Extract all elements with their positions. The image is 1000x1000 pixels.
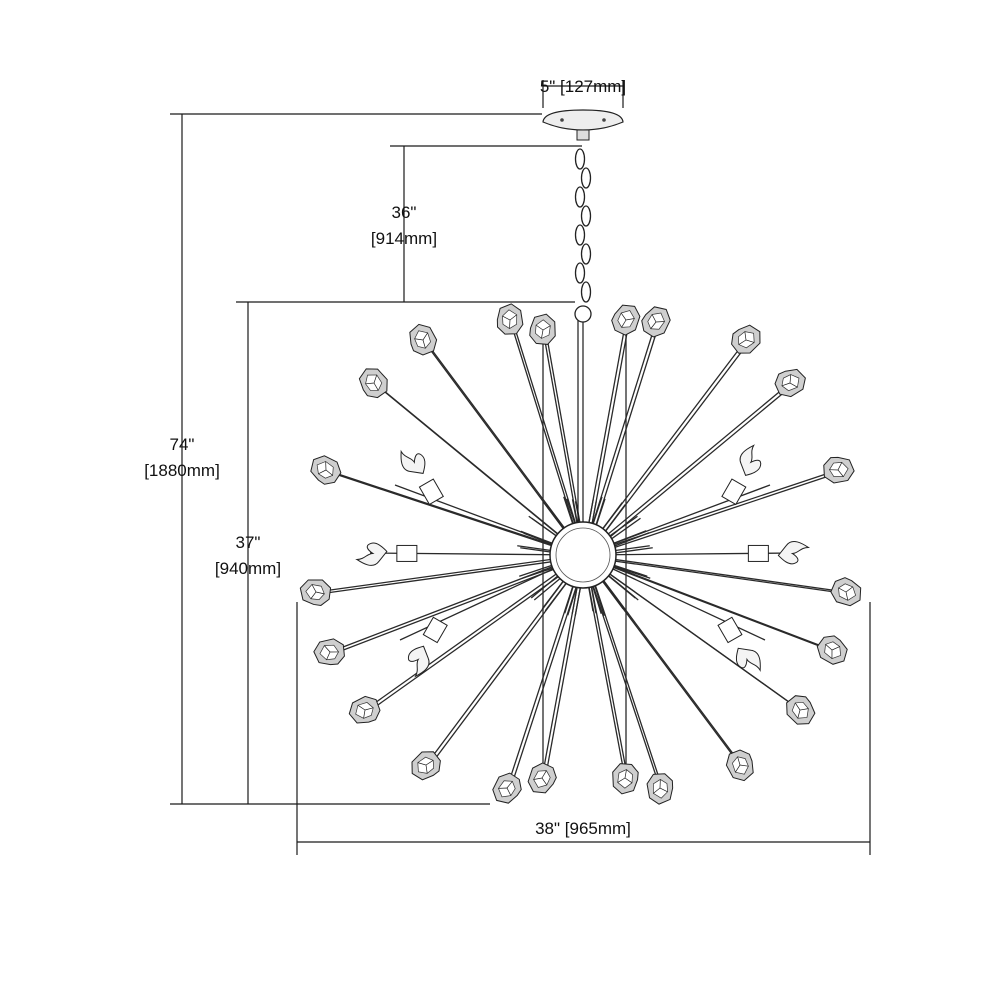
chain-link	[574, 224, 586, 246]
crystal-end	[402, 319, 443, 361]
chain-link	[574, 186, 586, 208]
chain	[574, 148, 592, 303]
crystal-end	[310, 633, 350, 671]
overall-height-mm-label: [1880mm]	[144, 461, 220, 480]
crystal-end	[720, 744, 761, 786]
crystal-end	[642, 768, 679, 807]
crystal-end	[526, 760, 559, 796]
candle-bulb-icon	[356, 542, 418, 566]
crystal-end	[779, 689, 821, 730]
dimension-lines	[170, 80, 871, 855]
crystal-end	[526, 312, 559, 348]
crystal-end	[812, 631, 852, 668]
canopy	[542, 109, 624, 141]
crystal-end	[608, 760, 643, 796]
crystal-end	[609, 302, 642, 338]
chain-length-mm-label: [914mm]	[371, 229, 437, 248]
chain-link	[580, 167, 592, 189]
chain-link	[574, 262, 586, 284]
candle-bulb-icon	[715, 614, 766, 679]
crystal-end	[769, 362, 811, 404]
fixture-height-mm-label: [940mm]	[215, 559, 281, 578]
crystal-end	[828, 575, 864, 608]
chain-link	[580, 205, 592, 227]
overall-height-in-label: 74"	[170, 435, 195, 454]
fixture-height-in-label: 37"	[236, 533, 261, 552]
crystal-end	[344, 690, 386, 731]
canopy-width-label: 5" [127mm]	[540, 77, 626, 96]
crystal-end	[637, 303, 674, 341]
center-sphere	[549, 305, 617, 589]
crystal-end	[491, 301, 528, 339]
chain-link	[574, 148, 586, 170]
crystal-end	[353, 362, 395, 404]
chain-link	[580, 281, 592, 303]
chain-length-in-label: 36"	[392, 203, 417, 222]
chandelier-fixture	[298, 301, 864, 808]
chain-link	[580, 243, 592, 265]
crystal-end	[818, 451, 857, 488]
dimension-labels: 5" [127mm] 36" [914mm] 74" [1880mm] 37" …	[144, 77, 631, 838]
fixture-width-label: 38" [965mm]	[535, 819, 631, 838]
crystal-end	[298, 576, 334, 609]
crystal-end	[489, 769, 526, 808]
crystal-end	[306, 452, 345, 489]
crystal-end	[725, 319, 766, 361]
